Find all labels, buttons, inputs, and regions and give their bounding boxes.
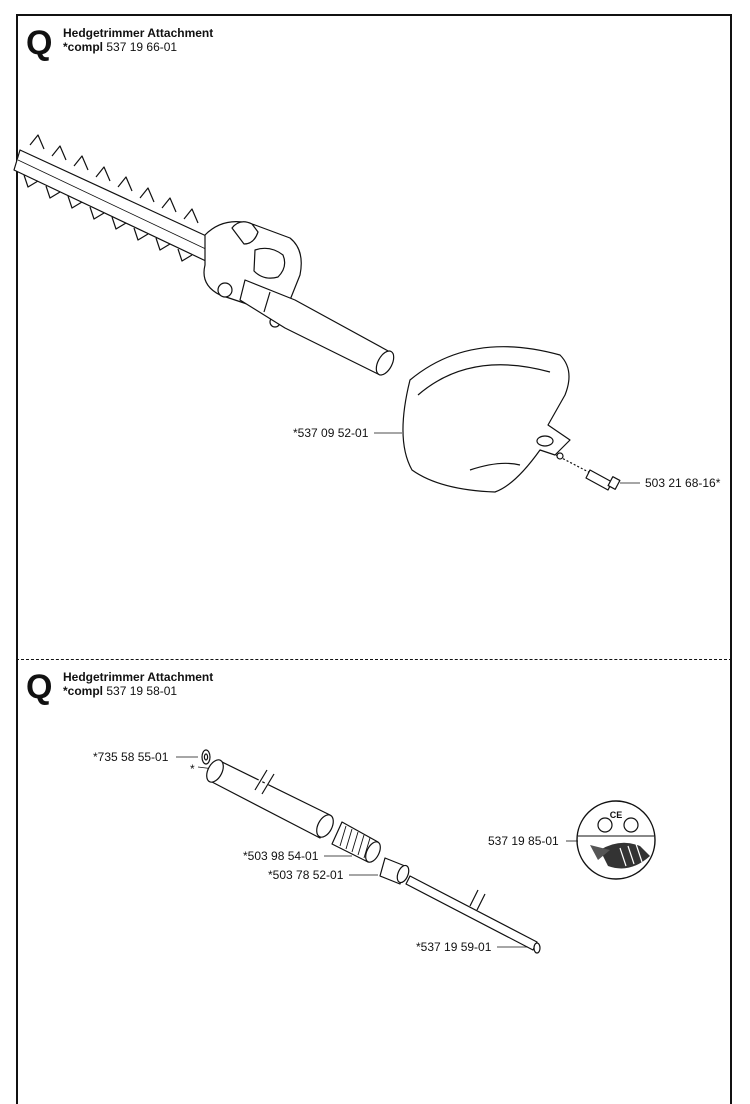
drive-shaft-drawing [405, 875, 541, 954]
screw-drawing [555, 452, 621, 491]
section-divider [16, 659, 732, 660]
compl-number: 537 19 66-01 [106, 40, 178, 54]
part-label-screw: 503 21 68-16* [645, 476, 721, 490]
section-title: Hedgetrimmer Attachment [63, 26, 214, 40]
compl-prefix: *compl [63, 684, 104, 698]
part-label-washer: *735 58 55-01 [93, 750, 169, 764]
asterisk-mark: * [190, 762, 195, 776]
section-letter: Q [26, 668, 53, 706]
washer-drawing [201, 749, 211, 765]
section-letter: Q [26, 24, 53, 62]
part-label-guard: *537 09 52-01 [293, 426, 369, 440]
part-label-drive-shaft: *537 19 59-01 [416, 940, 492, 954]
ce-mark: CE [610, 810, 623, 820]
section-title: Hedgetrimmer Attachment [63, 670, 214, 684]
compl-prefix: *compl [63, 40, 104, 54]
bushing-drawing [331, 821, 381, 863]
page-frame [16, 14, 732, 1104]
compl-number: 537 19 58-01 [106, 684, 178, 698]
part-label-nut: *503 78 52-01 [268, 868, 344, 882]
part-label-bushing: *503 98 54-01 [243, 849, 319, 863]
tube-drawing [206, 759, 334, 839]
section-compl: *compl 537 19 66-01 [63, 40, 177, 54]
guard-drawing [402, 346, 571, 493]
decal-drawing [576, 800, 656, 880]
nut-drawing [379, 857, 410, 885]
part-label-decal: 537 19 85-01 [488, 834, 559, 848]
section-compl: *compl 537 19 58-01 [63, 684, 177, 698]
hedgetrimmer-head-drawing [13, 134, 395, 376]
